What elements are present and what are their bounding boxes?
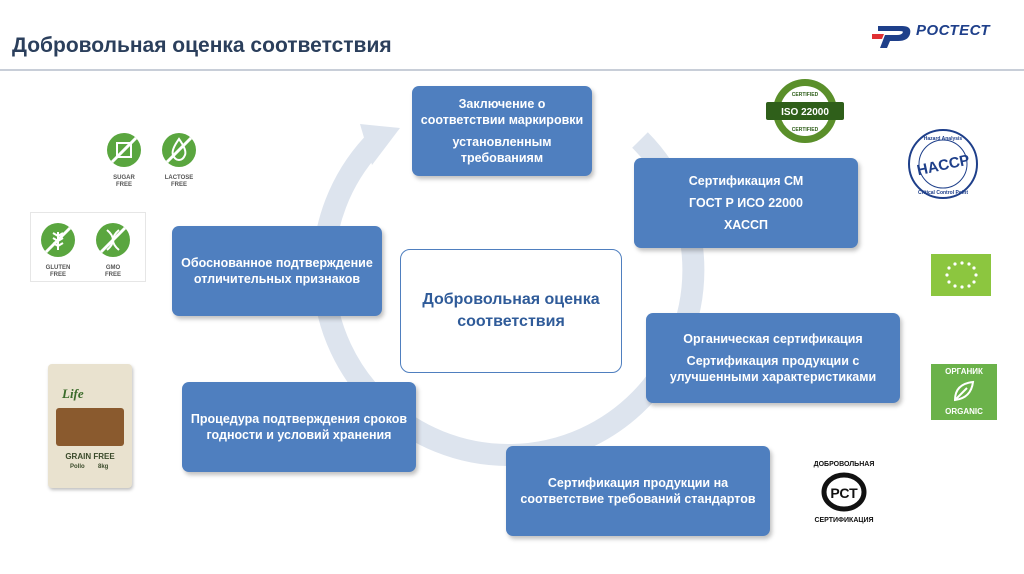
- header-divider: [0, 69, 1024, 71]
- gmo-free-badge: GMO FREE: [92, 220, 134, 279]
- badge-label: FREE: [170, 182, 187, 188]
- lactose-free-badge: LACTOSE FREE: [158, 130, 200, 189]
- product-sub: Pollo: [70, 464, 85, 470]
- rst-voluntary-mark: ДОБРОВОЛЬНАЯ РСТ СЕРТИФИКАЦИЯ: [814, 461, 875, 524]
- cycle-arrowhead: [360, 124, 400, 165]
- iso-22000-seal: ISO 22000 CERTIFIED CERTIFIED: [766, 79, 844, 143]
- step-line: Сертификация продукции с улучшенными хар…: [669, 354, 877, 384]
- rst-top-text: ДОБРОВОЛЬНАЯ: [814, 461, 875, 468]
- gluten-free-icon: [41, 223, 75, 257]
- step-line: ХАССП: [723, 218, 769, 232]
- step-organic-certification: Органическая сертификация Сертификация п…: [646, 313, 900, 403]
- step-line: Сертификация СМ: [688, 174, 804, 188]
- badge-label: LACTOSE: [164, 175, 194, 181]
- haccp-seal: HACCP Hazard Analysis Critical Control P…: [908, 129, 978, 199]
- product-brand: Life: [62, 386, 84, 401]
- step-line: Заключение о соответствии маркировки: [420, 97, 584, 127]
- organic-logo: ОРГАНИК ORGANIC: [931, 364, 997, 420]
- page-title: Добровольная оценка соответствия: [12, 34, 392, 57]
- eu-organic-logo: [931, 254, 991, 296]
- step-management-certification: Сертификация СМ ГОСТ Р ИСО 22000 ХАССП: [634, 158, 858, 248]
- gluten-free-badge: GLUTEN FREE: [37, 220, 79, 279]
- step-labeling-conclusion: Заключение о соответствии маркировки уст…: [412, 86, 592, 176]
- sugar-free-badge: SUGAR FREE: [103, 130, 145, 189]
- haccp-top-text: Hazard Analysis: [924, 136, 963, 142]
- lactose-free-icon: [162, 133, 196, 167]
- rostest-logo: [872, 26, 911, 48]
- sugar-free-icon: [107, 133, 141, 167]
- product-package: Life GRAIN FREE Pollo 8kg: [48, 364, 132, 488]
- badge-label: FREE: [115, 182, 132, 188]
- step-distinctive-features: Обоснованное подтверждение отличительных…: [172, 226, 382, 316]
- iso-top-text: CERTIFIED: [792, 92, 819, 98]
- leaf-icon: [953, 380, 975, 402]
- step-line: Обоснованное подтверждение отличительных…: [181, 256, 373, 286]
- product-weight: 8kg: [98, 464, 109, 470]
- step-line: Процедура подтверждения сроков годности …: [190, 412, 408, 442]
- badge-label: FREE: [104, 272, 121, 278]
- step-line: ГОСТ Р ИСО 22000: [689, 196, 803, 210]
- rst-main-text: РСТ: [830, 485, 858, 501]
- badge-card-bottom: [30, 212, 146, 282]
- product-photo: [56, 408, 124, 446]
- badge-label: GLUTEN: [45, 265, 71, 271]
- badge-label: SUGAR: [113, 175, 135, 181]
- product-label: GRAIN FREE: [65, 452, 115, 461]
- badge-label: FREE: [49, 272, 66, 278]
- rst-bottom-text: СЕРТИФИКАЦИЯ: [814, 517, 873, 524]
- organic-bottom-text: ORGANIC: [945, 407, 983, 416]
- iso-bottom-text: CERTIFIED: [792, 127, 819, 133]
- iso-text: ISO 22000: [781, 107, 829, 118]
- brand-name: РОСТЕСТ: [916, 22, 991, 39]
- step-standards-certification: Сертификация продукции на соответствие т…: [506, 446, 770, 536]
- organic-top-text: ОРГАНИК: [945, 367, 983, 376]
- haccp-bottom-text: Critical Control Point: [918, 190, 968, 196]
- step-line: Сертификация продукции на соответствие т…: [520, 476, 756, 506]
- step-line: Органическая сертификация: [683, 332, 863, 346]
- center-label: Добровольная оценка соответствия: [400, 249, 622, 373]
- step-shelf-life-procedure: Процедура подтверждения сроков годности …: [182, 382, 416, 472]
- step-line: установленным требованиям: [452, 135, 552, 165]
- badge-label: GMO: [105, 265, 121, 271]
- gmo-free-icon: [96, 223, 130, 257]
